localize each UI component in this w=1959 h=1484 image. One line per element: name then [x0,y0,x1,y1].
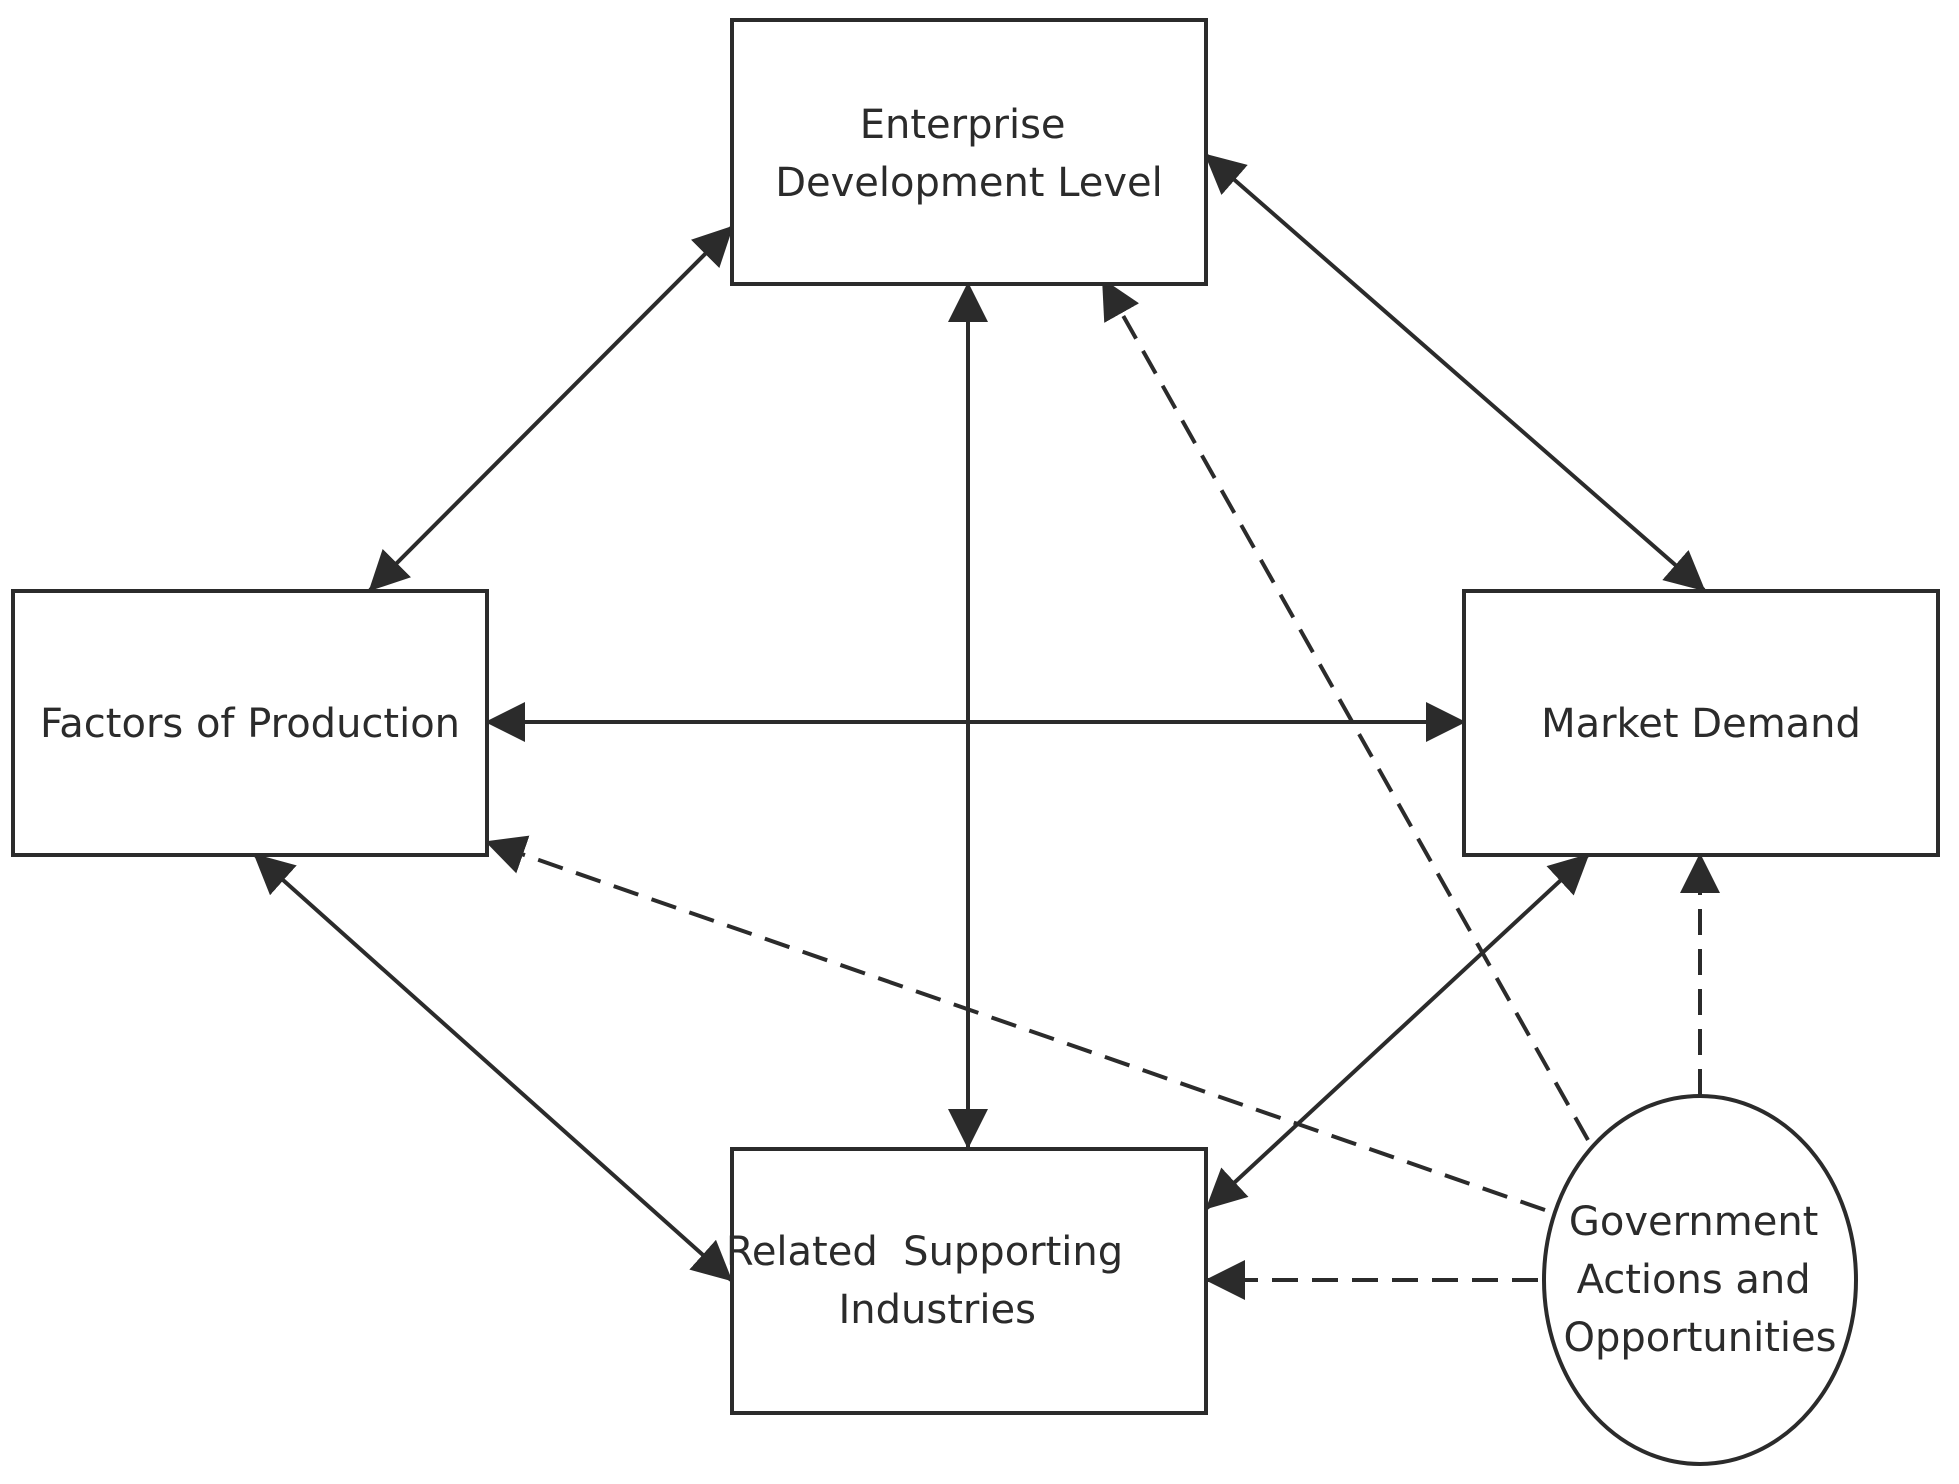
edge-market-related [1205,853,1590,1210]
government-label-line-1: Government [1569,1199,1818,1245]
related-label-line-2: Industries [839,1287,1036,1333]
government-node: Government Actions and Opportunities [1542,1094,1858,1466]
market-node: Market Demand [1462,589,1940,857]
edge-enterprise-market [1204,153,1706,592]
edges-layer [253,153,1720,1300]
government-label-line-3: Opportunities [1564,1315,1837,1361]
edge-factors-related [253,853,733,1282]
government-label-line-2: Actions and [1577,1257,1811,1303]
edge-government-enterprise [1101,278,1590,1141]
related-box [730,1147,1208,1415]
factors-node: Factors of Production [11,589,489,857]
government-ellipse [1542,1094,1858,1466]
market-label: Market Demand [1541,701,1861,747]
factors-label-line-1: Factors of Production [40,701,460,747]
market-box [1462,589,1940,857]
related-label-line-1: Related Supporting [726,1229,1123,1275]
government-label: Government Actions and Opportunities [1564,1199,1837,1361]
factors-box [11,589,489,857]
enterprise-node: Enterprise Development Level [730,18,1208,286]
related-label: Related Supporting Industries [726,1229,1123,1333]
enterprise-label-line-1: Enterprise [860,102,1066,148]
enterprise-label-line-2: Development Level [775,160,1163,206]
related-node: Related Supporting Industries [726,1147,1208,1415]
enterprise-label: Enterprise Development Level [775,102,1163,206]
enterprise-box [730,18,1208,286]
factors-label: Factors of Production [40,701,460,747]
edge-factors-enterprise [368,225,734,592]
edge-government-factors [485,835,1546,1212]
market-label-line-1: Market Demand [1541,701,1861,747]
